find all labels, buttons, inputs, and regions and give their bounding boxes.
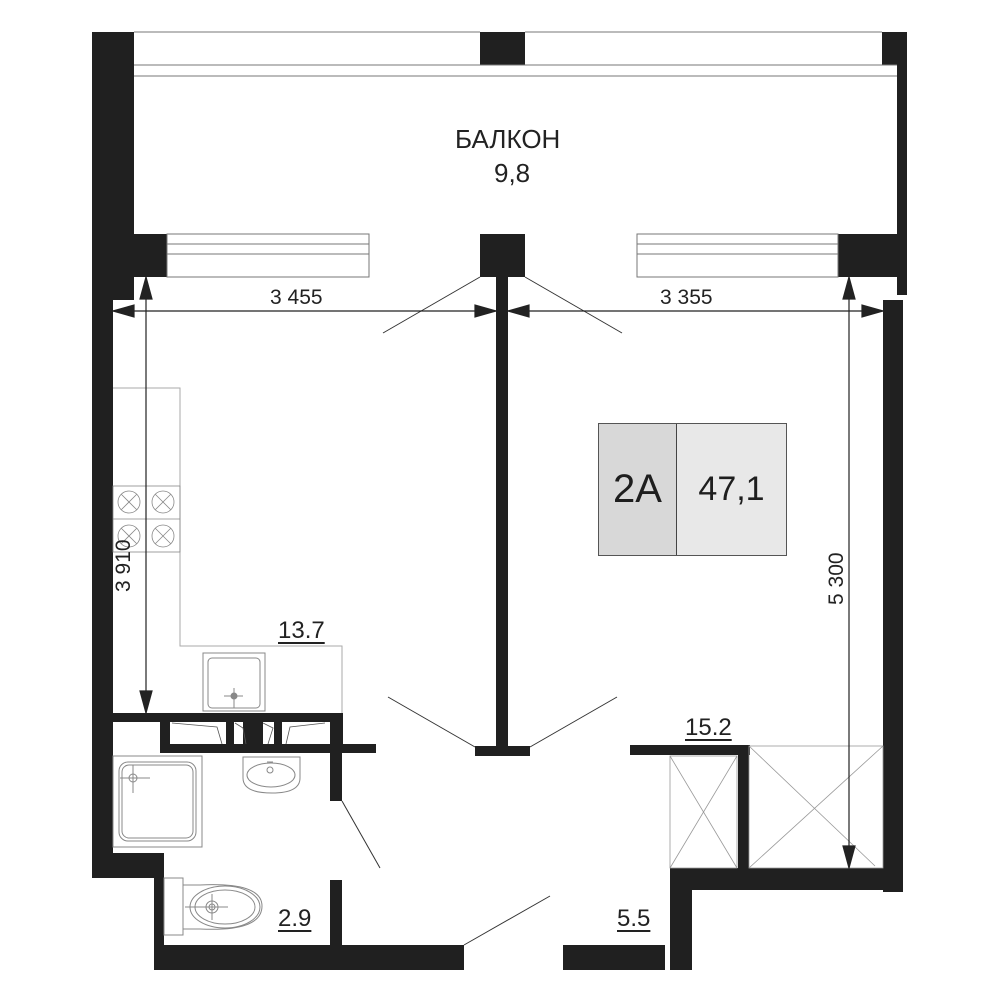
dimension-lines	[110, 274, 886, 871]
apartment-badge: 2A 47,1	[598, 423, 787, 556]
balcony-railing	[134, 31, 897, 77]
hallway-area-label: 5.5	[617, 905, 651, 932]
dimension-right-depth: 5 300	[825, 552, 848, 605]
balcony-label: БАЛКОН	[455, 124, 561, 154]
walls	[92, 32, 907, 970]
door-swings	[341, 276, 623, 946]
ventilation-shaft	[171, 722, 326, 745]
dimension-left-depth: 3 910	[112, 539, 135, 592]
kitchen-area-label: 13.7	[278, 617, 325, 644]
apartment-code: 2A	[599, 424, 677, 555]
toilet-icon	[163, 877, 263, 936]
shower-tray-icon	[112, 755, 203, 848]
balcony-area: 9,8	[494, 158, 531, 188]
kitchen-sink-icon	[202, 652, 266, 712]
windows	[166, 233, 839, 278]
bathroom-area-label: 2.9	[278, 905, 312, 932]
washbasin-icon	[242, 756, 301, 794]
dimension-right-width: 3 355	[660, 286, 713, 309]
apartment-total-area: 47,1	[677, 424, 786, 555]
kitchen-counter	[113, 387, 343, 713]
bedroom-area-label: 15.2	[685, 714, 732, 741]
dimension-left-width: 3 455	[270, 286, 323, 309]
wardrobe-icon	[669, 745, 884, 869]
